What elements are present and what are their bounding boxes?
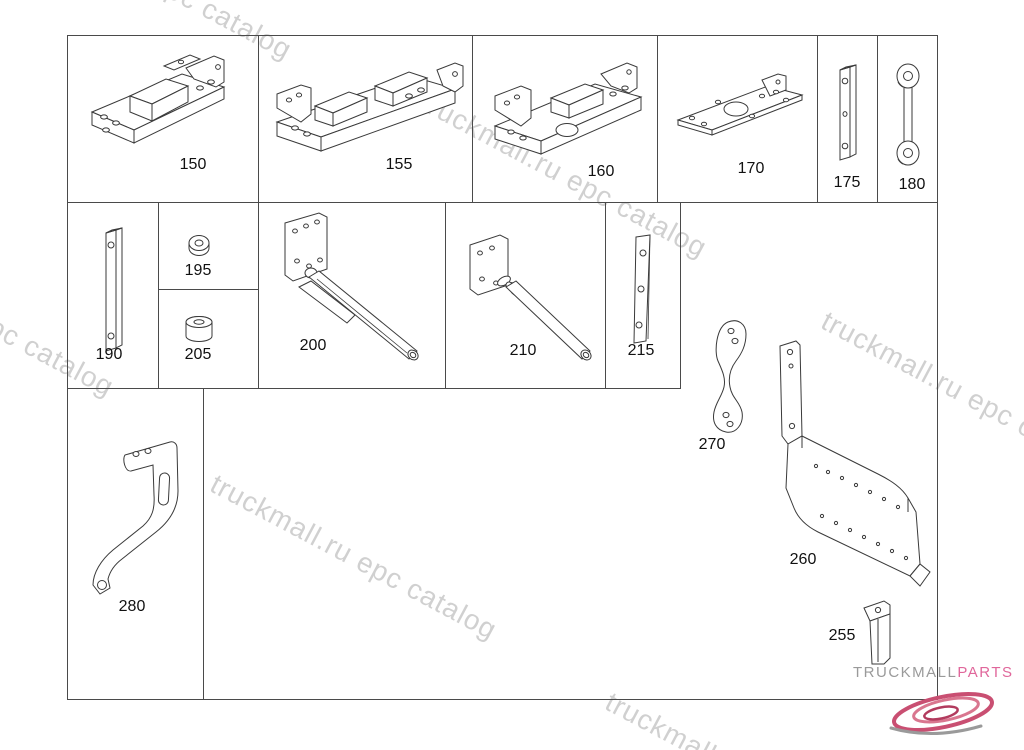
brand-name: TRUCKMALL xyxy=(853,664,958,681)
brand-logo: TRUCKMALLPARTS xyxy=(845,658,1023,748)
part-255-drawing xyxy=(863,600,891,665)
part-cell-155: 155 xyxy=(258,35,473,203)
part-205-label: 205 xyxy=(184,346,212,363)
part-170-label: 170 xyxy=(737,160,765,177)
part-210-label: 210 xyxy=(509,342,537,359)
part-cell-200: 200 xyxy=(258,202,446,389)
part-150-label: 150 xyxy=(179,156,207,173)
part-280-label: 280 xyxy=(118,598,146,615)
part-195-drawing xyxy=(188,235,210,256)
part-200-drawing xyxy=(284,212,419,361)
part-cell-205: 205 xyxy=(158,289,259,389)
part-cell-160: 160 xyxy=(472,35,658,203)
part-280-drawing xyxy=(92,441,179,595)
part-270-drawing xyxy=(713,320,747,433)
part-215-drawing xyxy=(633,234,651,344)
part-cell-210: 210 xyxy=(445,202,606,389)
part-215-label: 215 xyxy=(627,342,655,359)
part-cell-150: 150 xyxy=(67,35,259,203)
part-200-label: 200 xyxy=(299,337,327,354)
part-210-drawing xyxy=(469,234,592,361)
part-175-drawing xyxy=(839,64,857,161)
brand-swirl-icon xyxy=(889,692,995,735)
part-180-label: 180 xyxy=(898,176,926,193)
part-255-label: 255 xyxy=(828,627,856,644)
part-160-drawing xyxy=(493,62,643,155)
part-260-label: 260 xyxy=(789,551,817,568)
part-cell-190: 190 xyxy=(67,202,159,389)
part-190-drawing xyxy=(105,227,123,352)
part-cell-180: 180 xyxy=(877,35,938,203)
part-155-drawing xyxy=(275,62,464,152)
part-195-label: 195 xyxy=(184,262,212,279)
part-cell-175: 175 xyxy=(817,35,878,203)
part-cell-170: 170 xyxy=(657,35,818,203)
part-155-label: 155 xyxy=(385,156,413,173)
part-190-label: 190 xyxy=(95,346,123,363)
part-175-label: 175 xyxy=(833,174,861,191)
brand-text: TRUCKMALLPARTS xyxy=(853,664,1014,681)
part-170-drawing xyxy=(676,73,804,136)
part-160-label: 160 xyxy=(587,163,615,180)
part-180-drawing xyxy=(896,63,920,166)
part-cell-215: 215 xyxy=(605,202,681,389)
part-150-drawing xyxy=(90,54,226,144)
part-205-drawing xyxy=(185,316,213,342)
brand-suffix: PARTS xyxy=(957,664,1014,681)
part-270-label: 270 xyxy=(698,436,726,453)
part-cell-195: 195 xyxy=(158,202,259,290)
part-260-drawing xyxy=(779,340,931,587)
part-cell-280: 280 xyxy=(67,388,204,700)
